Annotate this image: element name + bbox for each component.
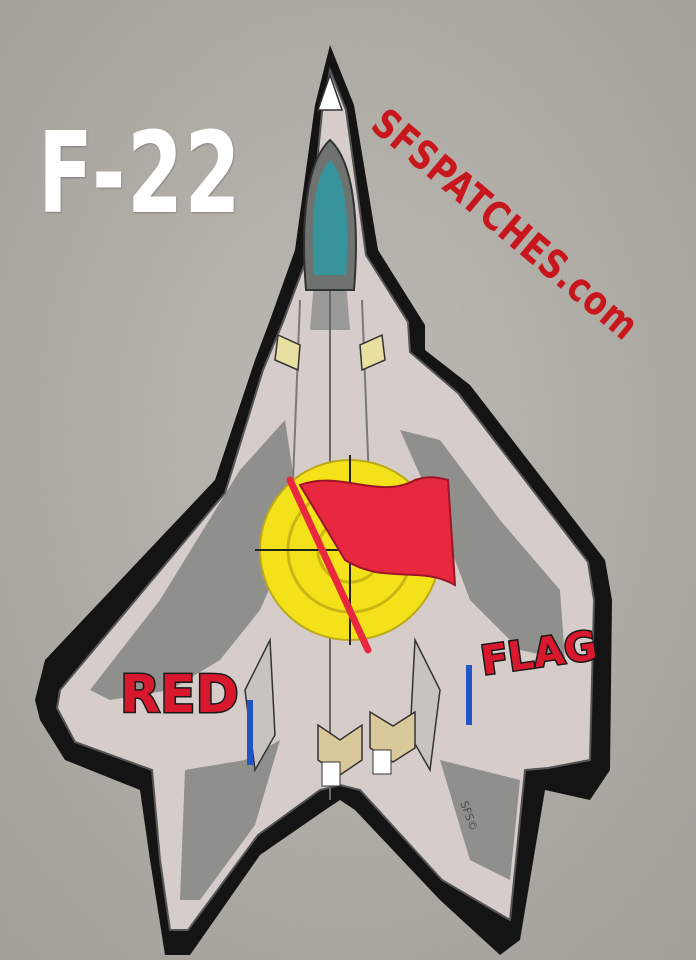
nozzle-right (372, 749, 392, 775)
word-red: RED (120, 665, 239, 725)
nose-cone (316, 72, 344, 111)
left-tail-stripe (247, 700, 253, 765)
right-tail-stripe (466, 665, 472, 725)
canopy-glass (312, 160, 348, 275)
camo-left-wing (90, 420, 300, 700)
aircraft-label: F-22 (38, 109, 243, 239)
flag-icon (286, 476, 457, 654)
camo-left-tail (180, 740, 280, 900)
left-intake (274, 333, 301, 372)
right-vertical-tail (409, 637, 441, 773)
right-intake (359, 333, 386, 372)
camo-right-tail (440, 760, 520, 880)
nozzle-left (321, 761, 341, 787)
